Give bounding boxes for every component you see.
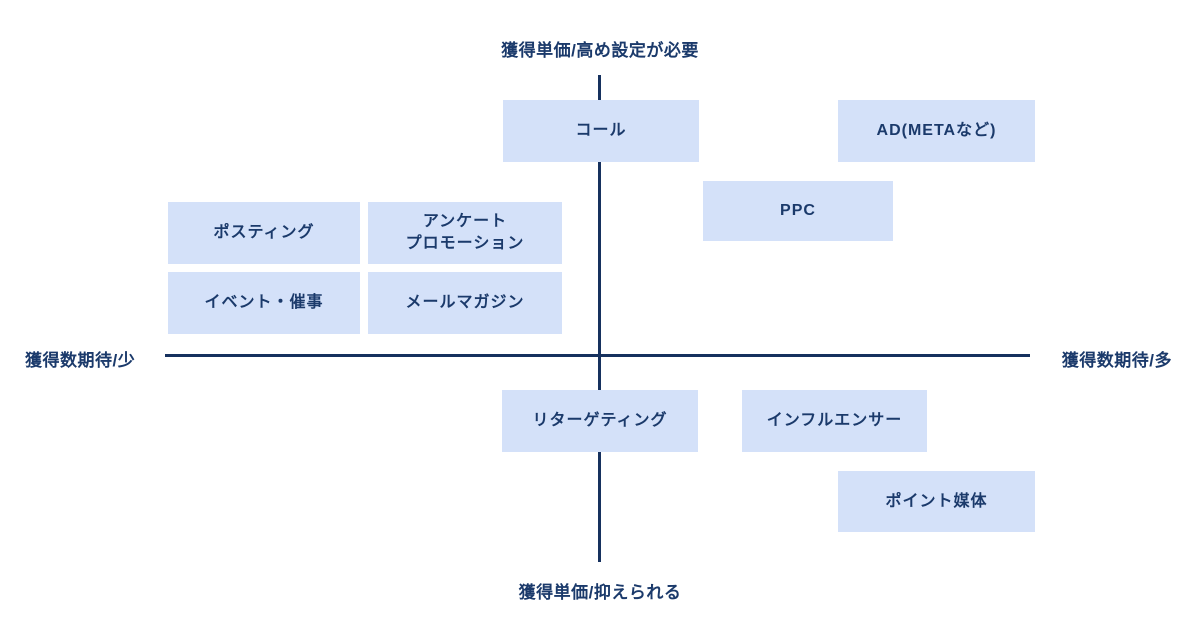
channel-box-survey-promotion: アンケート プロモーション: [368, 202, 562, 264]
channel-box-influencer: インフルエンサー: [742, 390, 927, 452]
channel-box-ad-meta: AD(METAなど): [838, 100, 1035, 162]
channel-box-retargeting: リターゲティング: [502, 390, 698, 452]
channel-box-posting: ポスティング: [168, 202, 360, 264]
vertical-axis-line: [598, 75, 601, 562]
channel-box-point-media: ポイント媒体: [838, 471, 1035, 532]
horizontal-axis-line: [165, 354, 1030, 357]
channel-box-ppc: PPC: [703, 181, 893, 241]
axis-label-left: 獲得数期待/少: [25, 351, 136, 370]
axis-label-top: 獲得単価/高め設定が必要: [501, 41, 699, 60]
channel-box-event: イベント・催事: [168, 272, 360, 334]
channel-box-call: コール: [503, 100, 699, 162]
channel-box-mail-magazine: メールマガジン: [368, 272, 562, 334]
axis-label-bottom: 獲得単価/抑えられる: [518, 583, 682, 602]
axis-label-right: 獲得数期待/多: [1061, 351, 1172, 370]
